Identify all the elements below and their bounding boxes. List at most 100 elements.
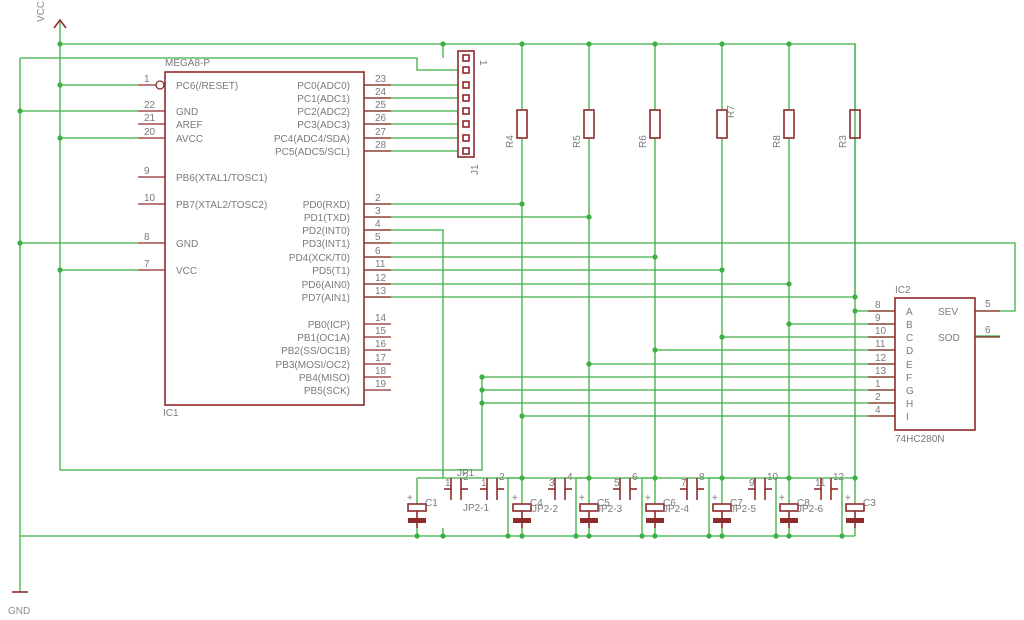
junction-dot: [505, 533, 511, 539]
junction-dot: [519, 413, 525, 419]
ic1-pin-4-number: 4: [375, 219, 381, 230]
gnd-j1-wire: [20, 57, 458, 71]
ic2-pin-5-number: 5: [985, 299, 991, 310]
resistor-r4-label: R4: [505, 135, 516, 148]
ic2-ref-label: IC2: [895, 285, 911, 296]
jumpers: 12JP112JP2-134JP2-256JP2-378JP2-4910JP2-…: [444, 468, 845, 515]
capacitor-c8-neg-plate: [780, 518, 798, 523]
jumper-jp1-pin-b: 2: [463, 472, 469, 483]
junction-dot: [786, 41, 792, 47]
junction-dots: [17, 41, 858, 539]
junction-dot: [479, 400, 485, 406]
capacitor-c3-plus-icon: +: [845, 493, 851, 504]
j1-pin1-label: 1: [477, 60, 488, 66]
capacitor-c6-label: C6: [663, 498, 676, 509]
ic1-pin-pc0-adc0-name: PC0(ADC0): [297, 81, 350, 92]
junction-dot: [706, 533, 712, 539]
ic1-atmega8: MEGA8-P IC1 1PC6(/RESET)22GND21AREF20AVC…: [138, 58, 391, 419]
ic1-pin-6-number: 6: [375, 246, 381, 257]
junction-dot: [719, 533, 725, 539]
jumper-jp2-3-label: JP2-3: [596, 504, 623, 515]
junction-dot: [57, 267, 63, 273]
ic1-pin-10-number: 10: [144, 193, 156, 204]
ic2-pin-e-name: E: [906, 360, 913, 371]
capacitor-c4-plate: [512, 503, 532, 512]
ic1-body: [164, 71, 365, 406]
jumper-jp2-3-pin-a: 5: [614, 478, 620, 489]
jumper-jp2-2-pin-a: 3: [549, 478, 555, 489]
resistor-r3-body: [849, 109, 861, 139]
ic2-pin-sod-name: SOD: [938, 333, 960, 344]
ic2-pin-1-number: 1: [875, 379, 881, 390]
ic1-pin-16-number: 16: [375, 339, 387, 350]
junction-dot: [852, 308, 858, 314]
ic1-pin-27-number: 27: [375, 127, 387, 138]
capacitor-c1-plus-icon: +: [407, 493, 413, 504]
ic1-pin-pc1-adc1-name: PC1(ADC1): [297, 94, 350, 105]
capacitor-c5-neg-plate: [580, 518, 598, 523]
junction-dot: [719, 334, 725, 340]
resistor-r5-label: R5: [572, 135, 583, 148]
j1-pins: [462, 54, 470, 155]
capacitors: +C1+C4+C5+C6+C7+C8+C3: [407, 493, 876, 528]
j1-ref-label: J1: [470, 164, 481, 175]
j1-pin-3-pad: [462, 81, 470, 89]
ic2-pin-2-number: 2: [875, 392, 881, 403]
ic1-right-pins: 23PC0(ADC0)24PC1(ADC1)25PC2(ADC2)26PC3(A…: [274, 74, 391, 397]
ic1-pin-26-number: 26: [375, 113, 387, 124]
ic1-pin-gnd-name: GND: [176, 107, 198, 118]
vcc-rail: [59, 22, 483, 471]
ic2-pin-6-number: 6: [985, 325, 991, 336]
ic2-pin-13-number: 13: [875, 366, 887, 377]
jumper-jp2-5-pin-b: 10: [767, 472, 779, 483]
junction-dot: [17, 240, 23, 246]
ic1-pin-gnd-name: GND: [176, 239, 198, 250]
ic2-pin-12-number: 12: [875, 353, 887, 364]
junction-dot: [519, 41, 525, 47]
junction-dot: [440, 533, 446, 539]
capacitor-c4-neg-plate: [513, 518, 531, 523]
ic2-pin-4-number: 4: [875, 405, 881, 416]
ic1-pin-22-number: 22: [144, 100, 156, 111]
junction-dot: [852, 475, 858, 481]
gnd-label: GND: [8, 606, 30, 617]
ic1-pin-pb7-xtal2-tosc2-name: PB7(XTAL2/TOSC2): [176, 200, 267, 211]
ic1-pin-25-number: 25: [375, 100, 387, 111]
ic1-left-pins: 1PC6(/RESET)22GND21AREF20AVCC9PB6(XTAL1/…: [138, 74, 267, 277]
ic2-pin-a-name: A: [906, 307, 913, 318]
ic1-pin-pb1-oc1a-name: PB1(OC1A): [297, 333, 350, 344]
junction-dot: [573, 533, 579, 539]
capacitor-c8-plus-icon: +: [779, 493, 785, 504]
ic2-pin-f-name: F: [906, 373, 912, 384]
jumper-jp2-5-label: JP2-5: [730, 504, 757, 515]
ic2-pin-9-number: 9: [875, 313, 881, 324]
ic1-pin-pc2-adc2-name: PC2(ADC2): [297, 107, 350, 118]
jumper-jp2-2-label: JP2-2: [532, 504, 559, 515]
capacitor-c8-plate: [779, 503, 799, 512]
reset-inversion-bubble: [155, 80, 165, 90]
ic1-pin-pd7-ain1-name: PD7(AIN1): [302, 293, 350, 304]
ic1-pin-pb4-miso-name: PB4(MISO): [299, 373, 350, 384]
jumper-jp2-4-label: JP2-4: [663, 504, 690, 515]
ic1-pin-pd4-xck-t0-name: PD4(XCK/T0): [289, 253, 350, 264]
ic2-pin-8-number: 8: [875, 300, 881, 311]
capacitor-c3-label: C3: [863, 498, 876, 509]
junction-dot: [586, 214, 592, 220]
portc-to-j1: [364, 84, 458, 152]
ic1-pin-5-number: 5: [375, 232, 381, 243]
ic1-pin-7-number: 7: [144, 259, 150, 270]
ic1-pin-pc5-adc5-scl-name: PC5(ADC5/SCL): [275, 147, 350, 158]
ic2-pin-c-name: C: [906, 333, 913, 344]
j1-pin-1-pad: [462, 54, 470, 62]
junction-dot: [57, 135, 63, 141]
capacitor-c4-plus-icon: +: [512, 493, 518, 504]
junction-dot: [586, 41, 592, 47]
ic1-pin-8-number: 8: [144, 232, 150, 243]
ic1-pin-24-number: 24: [375, 87, 387, 98]
j1-pin-6-pad: [462, 120, 470, 128]
junction-dot: [479, 374, 485, 380]
